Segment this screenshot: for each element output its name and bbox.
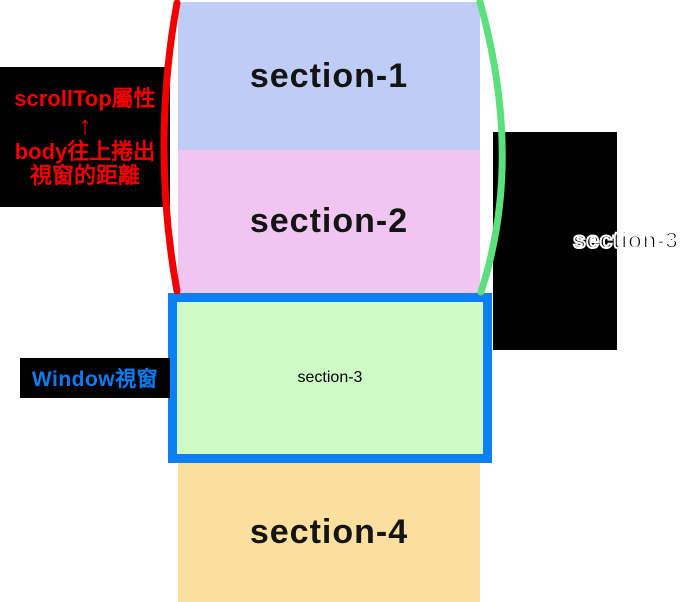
section-4-label: section-4 (249, 513, 409, 551)
section-2-block: section-2 (178, 150, 480, 293)
window-label-box: Window視窗 (20, 358, 170, 398)
window-label-text: Window視窗 (31, 368, 159, 391)
window-viewport-box: section-3 (168, 293, 492, 463)
section-2-label: section-2 (249, 202, 409, 240)
scrolltop-annotation-box: scrollTop屬性 ↑ body往上捲出 視窗的距離 (0, 67, 170, 207)
section-3-label: section-3 (297, 369, 363, 386)
right-section-3-label: section-3 (572, 226, 679, 254)
scrolltop-desc-line1: body往上捲出 (14, 139, 156, 165)
scrolltop-title: scrollTop屬性 (14, 86, 156, 112)
section-4-block: section-4 (178, 463, 480, 602)
section-1-label: section-1 (249, 56, 409, 95)
scrolltop-desc-line2: 視窗的距離 (29, 162, 140, 188)
up-arrow-icon: ↑ (78, 110, 92, 141)
right-black-box (493, 132, 617, 350)
section-1-block: section-1 (178, 2, 480, 150)
